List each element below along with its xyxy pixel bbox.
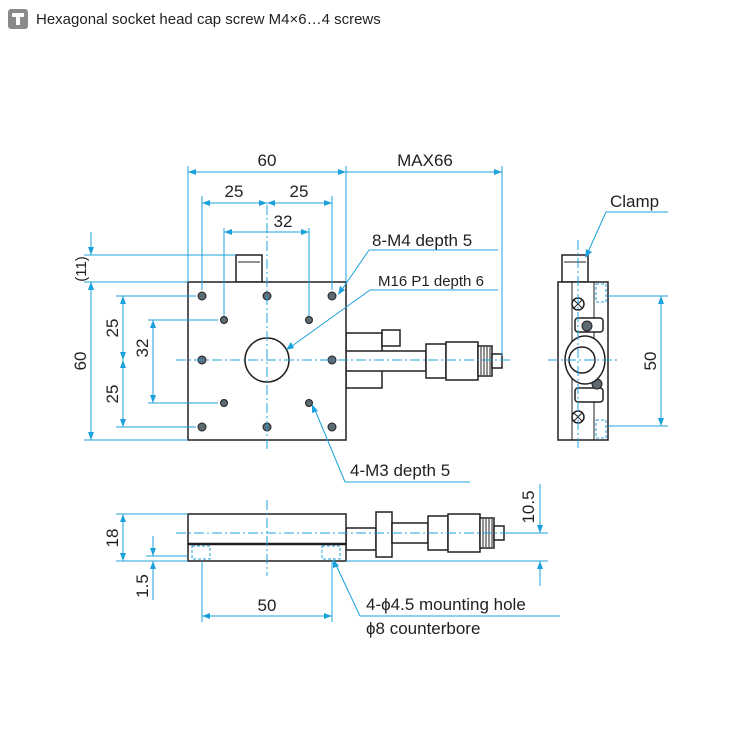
dim-width-60: 60 [258, 151, 277, 170]
micrometer-thimble [445, 341, 479, 381]
dim-side-50: 50 [641, 352, 660, 371]
top-dimensions: 60 MAX66 25 25 32 (11) 60 25 25 [71, 151, 503, 441]
micrometer-collar [425, 343, 447, 379]
front-micrometer-block [345, 527, 377, 551]
screw-head [235, 254, 263, 283]
micrometer-ratchet [491, 353, 503, 369]
dim-right-25: 25 [290, 182, 309, 201]
top-callouts: 8-M4 depth 5 M16 P1 depth 6 4-M3 depth 5 [286, 231, 498, 483]
side-view [548, 240, 620, 450]
micrometer-sleeve [345, 350, 427, 372]
dim-height-60: 60 [71, 352, 90, 371]
callout-mounting-line1: 4-ϕ4.5 mounting hole [366, 595, 526, 614]
screw-note-text: Hexagonal socket head cap screw M4×6…4 s… [36, 10, 381, 28]
callout-clamp: Clamp [610, 192, 659, 211]
callout-mounting-line2: ϕ8 counterbore [366, 619, 480, 638]
dim-max66: MAX66 [397, 151, 453, 170]
front-view [176, 500, 512, 576]
dim-center-32: 32 [274, 212, 293, 231]
top-view [176, 205, 512, 452]
dim-left-25: 25 [225, 182, 244, 201]
dim-v-25-bottom: 25 [103, 385, 122, 404]
side-screw-head [561, 254, 589, 283]
m3-holes [220, 316, 313, 407]
screw-note: Hexagonal socket head cap screw M4×6…4 s… [8, 8, 381, 30]
callout-m4: 8-M4 depth 5 [372, 231, 472, 250]
dim-front-18: 18 [103, 529, 122, 548]
dim-v-32: 32 [133, 339, 152, 358]
hex-screw-icon [8, 9, 28, 29]
dim-v-25-top: 25 [103, 319, 122, 338]
callout-m16: M16 P1 depth 6 [378, 273, 484, 290]
dim-paren-11: (11) [73, 256, 90, 282]
front-micrometer-bracket [375, 511, 393, 558]
dim-front-1-5: 1.5 [133, 574, 152, 598]
side-dimensions: 50 Clamp [585, 192, 668, 427]
front-dimensions: 18 1.5 10.5 50 4-ϕ4.5 mounting hole ϕ8 c… [103, 484, 560, 638]
dim-front-10-5: 10.5 [519, 490, 538, 523]
callout-m3: 4-M3 depth 5 [350, 461, 450, 480]
micrometer-clamp [381, 329, 401, 347]
dim-bottom-50: 50 [258, 596, 277, 615]
